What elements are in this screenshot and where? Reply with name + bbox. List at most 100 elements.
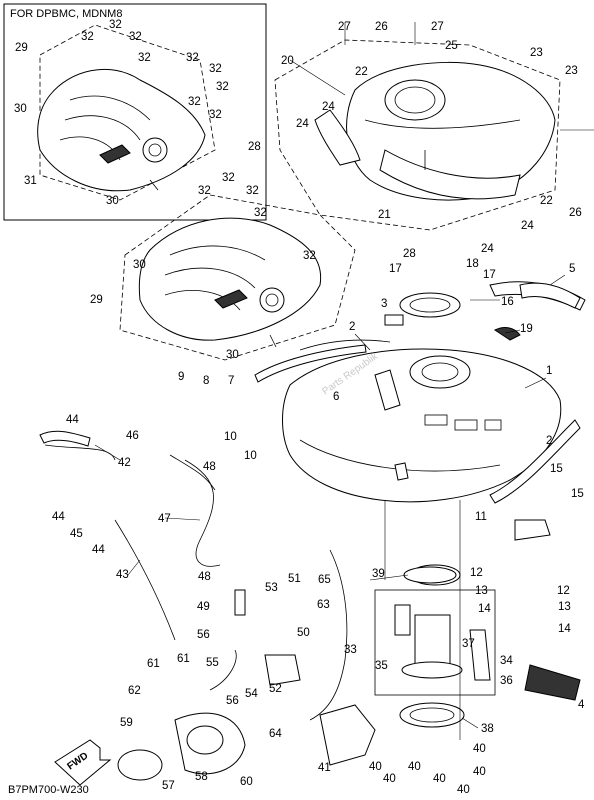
callout-14: 14: [558, 623, 571, 635]
canister-57: [117, 749, 163, 781]
callout-56: 56: [226, 695, 239, 707]
callout-23: 23: [530, 47, 543, 59]
callout-55: 55: [206, 657, 219, 669]
callout-35: 35: [375, 660, 388, 672]
callout-32: 32: [209, 63, 222, 75]
callout-63: 63: [317, 599, 330, 611]
callout-32: 32: [198, 185, 211, 197]
callout-20: 20: [281, 55, 294, 67]
callout-34: 34: [500, 655, 513, 667]
callout-51: 51: [288, 573, 301, 585]
callout-61: 61: [147, 658, 160, 670]
callout-32: 32: [209, 109, 222, 121]
callout-43: 43: [116, 569, 129, 581]
callout-44: 44: [66, 414, 79, 426]
callout-61: 61: [177, 653, 190, 665]
callout-22: 22: [540, 195, 553, 207]
callout-45: 45: [70, 528, 83, 540]
callout-15: 15: [571, 488, 584, 500]
callout-44: 44: [92, 544, 105, 556]
callout-40: 40: [473, 766, 486, 778]
fuel-filter-49: [234, 589, 246, 616]
callout-33: 33: [344, 644, 357, 656]
callout-46: 46: [126, 430, 139, 442]
callout-32: 32: [109, 19, 122, 31]
callout-36: 36: [500, 675, 513, 687]
strap-5: [519, 282, 581, 309]
callout-26: 26: [375, 21, 388, 33]
callout-57: 57: [162, 780, 175, 792]
callout-29: 29: [90, 294, 103, 306]
callout-37: 37: [462, 638, 475, 650]
callout-32: 32: [222, 172, 235, 184]
callout-17: 17: [483, 269, 496, 281]
callout-14: 14: [478, 603, 491, 615]
callout-28: 28: [403, 248, 416, 260]
tank-strap-rear: [489, 419, 581, 504]
hose-48: [169, 454, 216, 491]
callout-3: 3: [381, 298, 387, 310]
bracket-52: [264, 654, 301, 686]
callout-27: 27: [431, 21, 444, 33]
callout-32: 32: [254, 207, 267, 219]
trim-strip: [254, 344, 367, 383]
callout-65: 65: [318, 574, 331, 586]
callout-4: 4: [578, 699, 585, 711]
callout-16: 16: [501, 296, 514, 308]
callout-25: 25: [445, 40, 458, 52]
top-tank-cover-assembly: [274, 39, 561, 231]
callout-23: 23: [565, 65, 578, 77]
callout-32: 32: [246, 185, 259, 197]
callout-48: 48: [198, 571, 211, 583]
callout-40: 40: [369, 761, 382, 773]
callout-9: 9: [178, 371, 184, 383]
callout-50: 50: [297, 627, 310, 639]
callout-28: 28: [248, 141, 261, 153]
callout-26: 26: [569, 207, 582, 219]
callout-41: 41: [318, 762, 331, 774]
callout-30: 30: [14, 103, 27, 115]
callout-64: 64: [269, 728, 282, 740]
callout-39: 39: [372, 568, 385, 580]
bracket-11: [514, 519, 551, 541]
callout-40: 40: [408, 761, 421, 773]
callout-10: 10: [224, 431, 237, 443]
callout-24: 24: [481, 243, 494, 255]
callout-19: 19: [520, 323, 533, 335]
callout-32: 32: [216, 81, 229, 93]
callout-52: 52: [269, 683, 282, 695]
callout-42: 42: [118, 457, 131, 469]
callout-49: 49: [197, 601, 210, 613]
callout-8: 8: [203, 375, 209, 387]
callout-11: 11: [475, 511, 487, 523]
callout-53: 53: [265, 582, 278, 594]
callout-32: 32: [303, 250, 316, 262]
callout-7: 7: [228, 375, 234, 387]
callout-58: 58: [195, 771, 208, 783]
plate-3: [384, 314, 404, 326]
diagram-code: B7PM700-W230: [8, 784, 89, 796]
pipe-42: [39, 430, 91, 447]
hose-47: [184, 459, 221, 567]
callout-48: 48: [203, 461, 216, 473]
forward-direction-arrow: FWD: [54, 739, 112, 786]
callout-44: 44: [52, 511, 65, 523]
callout-24: 24: [322, 101, 335, 113]
callout-56: 56: [197, 629, 210, 641]
handle-41: [319, 704, 376, 766]
callout-27: 27: [338, 21, 351, 33]
callout-31: 31: [24, 175, 37, 187]
callout-12: 12: [470, 567, 483, 579]
callout-13: 13: [558, 601, 571, 613]
callout-59: 59: [120, 717, 133, 729]
callout-12: 12: [557, 585, 570, 597]
callout-1: 1: [546, 365, 552, 377]
band-58: [186, 725, 224, 755]
callout-60: 60: [240, 776, 253, 788]
callout-29: 29: [15, 42, 28, 54]
callout-40: 40: [457, 784, 470, 796]
callout-17: 17: [389, 263, 402, 275]
callout-32: 32: [81, 31, 94, 43]
callout-2: 2: [349, 321, 355, 333]
